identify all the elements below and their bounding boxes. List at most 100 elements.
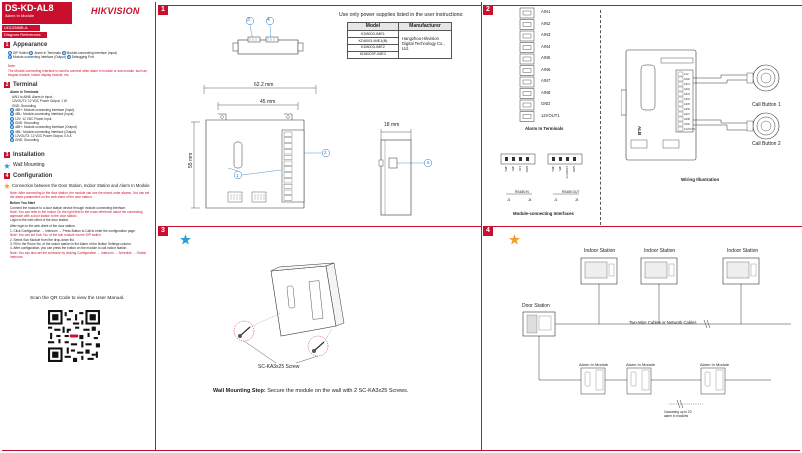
terminal-block bbox=[283, 166, 293, 172]
mci-connectors bbox=[500, 153, 583, 195]
alarm-module-label-2: Alarm In Module bbox=[626, 362, 656, 367]
terminal-block bbox=[283, 155, 293, 160]
config-steps: 1. Click Configuration → Intercom → Pres… bbox=[10, 229, 146, 259]
terminal-label: AIN5 bbox=[541, 55, 551, 60]
terminal-block bbox=[283, 195, 293, 201]
after-login: After login to the web client of the doo… bbox=[10, 224, 76, 228]
wiring-pin-label: GND bbox=[684, 122, 690, 126]
section-terminal: 2 Terminal bbox=[4, 82, 38, 88]
terminal-screw bbox=[522, 91, 532, 96]
panel-4-top-border bbox=[493, 226, 802, 227]
alarm-in-title: Alarm In Terminals bbox=[525, 126, 564, 131]
terminal-block bbox=[283, 178, 293, 184]
terminal-screw bbox=[522, 102, 532, 108]
terminal-strip bbox=[519, 7, 535, 122]
dim-height: 55 mm bbox=[188, 152, 194, 168]
terminal-block bbox=[283, 184, 293, 189]
wiring-pin bbox=[677, 126, 684, 132]
table-row: KD8003F-IME2 bbox=[359, 52, 387, 57]
panel-1-top-border bbox=[168, 5, 481, 6]
callout-2: 2 bbox=[324, 150, 327, 155]
terminal-block bbox=[283, 149, 293, 155]
star-orange-icon bbox=[4, 183, 10, 189]
mci-left-num-b: J4 bbox=[528, 198, 532, 202]
power-table: Model Manufacturer KD8003-IME1 KD8003-IM… bbox=[347, 22, 452, 59]
terminal-block bbox=[283, 143, 293, 149]
table-manufacturer: Hangzhou Hikvision Digital Technology Co… bbox=[401, 35, 445, 51]
dim-inner: 45 mm bbox=[260, 99, 276, 105]
left-column: DS-KD-AL8 Alarm In Module HIKVISION UD12… bbox=[0, 0, 155, 453]
terminal-screw bbox=[522, 33, 532, 39]
call-button-2-drawing bbox=[746, 112, 780, 140]
star-blue-icon bbox=[4, 163, 10, 169]
caption-rest: Secure the module on the wall with 2 SC-… bbox=[267, 388, 409, 394]
model-header: DS-KD-AL8 Alarm In Module bbox=[2, 2, 72, 24]
terminal-header: Alarm In Terminals bbox=[10, 90, 39, 94]
system-diagram bbox=[522, 257, 791, 409]
qr-caption: Scan the QR Code to view the User Manual… bbox=[30, 296, 125, 301]
terminal-screw bbox=[522, 114, 532, 119]
mci-left-label: RS485 IN bbox=[515, 190, 529, 194]
screw-label: SC-KA3x25 Screw bbox=[258, 364, 300, 370]
model-subtitle: Alarm In Module bbox=[5, 13, 35, 19]
mci-title: Module-connecting Interfaces bbox=[513, 211, 574, 216]
brand-logo: HIKVISION bbox=[91, 6, 140, 16]
wall-mounting-item: Wall Mounting bbox=[4, 162, 45, 169]
star-orange-icon bbox=[509, 234, 520, 245]
table-row: KD8003-IME2 bbox=[348, 45, 398, 52]
bottom-border bbox=[2, 450, 800, 451]
terminal-label: AIN6 bbox=[541, 66, 551, 72]
config-note: Note: After connecting to the door stati… bbox=[10, 191, 150, 200]
panel-1: 1 Use only power supplies listed in the … bbox=[156, 0, 481, 226]
before-start: Before You Start bbox=[10, 201, 35, 205]
panel-2-top-border bbox=[493, 5, 802, 6]
caption-bold: Wall Mounting Step: bbox=[213, 388, 266, 394]
wiring-pin-label: AIN5 bbox=[684, 102, 690, 106]
appearance-item: Module-connecting Interface (Output) bbox=[13, 55, 66, 60]
wiring-pin bbox=[677, 101, 684, 107]
call-button-1-label: Call Button 1 bbox=[752, 102, 781, 108]
alarm-module-label-3: Alarm In Module bbox=[700, 362, 730, 367]
appearance-item: DIP Switch bbox=[13, 51, 29, 55]
terminal-label: AIN8 bbox=[541, 89, 551, 95]
terminal-label: AIN1 bbox=[541, 9, 551, 14]
mci-right-num-b: J4 bbox=[575, 198, 579, 202]
cascading-label: Cascading up to 20 alarm in modules bbox=[664, 410, 692, 419]
table-header-model: Model bbox=[348, 23, 400, 30]
terminal-screw bbox=[522, 68, 532, 73]
wiring-pin bbox=[677, 116, 684, 122]
indoor-station-label-1: Indoor Station bbox=[584, 248, 616, 254]
terminal-screw bbox=[522, 79, 532, 85]
wiring-pin-label: 12VOUT1 bbox=[684, 127, 696, 131]
model-title: DS-KD-AL8 bbox=[5, 3, 54, 13]
terminal-label: GND bbox=[541, 101, 551, 106]
column-divider bbox=[155, 2, 156, 450]
table-header-manufacturer: Manufacturer bbox=[409, 22, 441, 29]
wiring-title: Wiring Illustration bbox=[681, 177, 720, 182]
panel-4: 4 Indoor Station Indoor Station Indoor S… bbox=[481, 226, 802, 453]
wiring-pin-label: GND bbox=[684, 77, 690, 81]
terminal-screw bbox=[522, 22, 532, 27]
callout-3: 3 bbox=[247, 17, 250, 23]
mci-left-pins: 485+ 485- 12V GND bbox=[504, 166, 529, 173]
terminal-label: AIN2 bbox=[541, 20, 551, 26]
wall-mount-caption: Wall Mounting Step: Secure the module on… bbox=[213, 388, 408, 394]
terminal-label: AIN7 bbox=[541, 78, 551, 83]
top-view-drawing bbox=[232, 16, 304, 55]
indoor-station-label-2: Indoor Station bbox=[644, 248, 676, 254]
section-configuration: 4 Configuration bbox=[4, 173, 53, 179]
wiring-drawing: 12VGNDAIN1AIN2AIN3AIN4AIN5AIN6AIN7AIN8GN… bbox=[621, 49, 780, 161]
mci-left-num-a: J1 bbox=[507, 198, 511, 202]
wiring-pin-label: AIN8 bbox=[684, 117, 690, 121]
terminal-block bbox=[283, 160, 293, 166]
terminal-block bbox=[283, 137, 293, 143]
doc-code: UD12588B-A bbox=[2, 25, 40, 31]
step-1-badge: 1 bbox=[158, 5, 168, 15]
terminal-screw bbox=[522, 45, 532, 50]
wiring-pin bbox=[677, 121, 684, 127]
callout-4: 4 bbox=[267, 17, 270, 23]
wiring-pin bbox=[677, 106, 684, 112]
appearance-note: The Module-connecting Interface is used … bbox=[8, 69, 147, 78]
login-text: Login to the web client of the door stat… bbox=[10, 218, 70, 222]
